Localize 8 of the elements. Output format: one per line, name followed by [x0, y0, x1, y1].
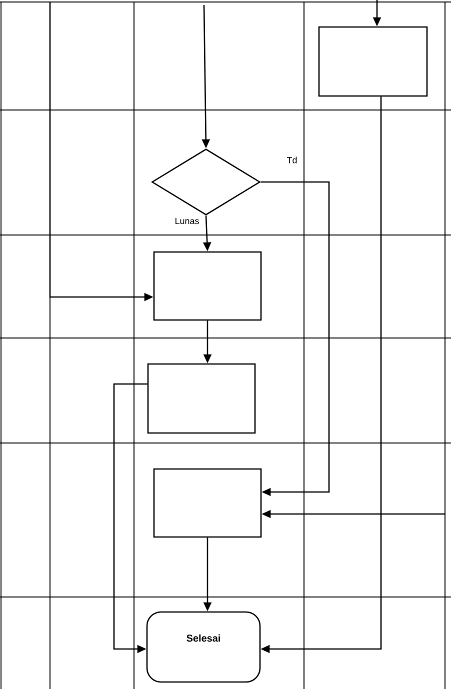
- arrow: [260, 181, 330, 496]
- edge-label: Td: [286, 156, 298, 164]
- process-box: [318, 26, 428, 97]
- process-box: [153, 251, 262, 321]
- terminal-box: Selesai: [146, 611, 261, 683]
- edge-label: Lunas: [174, 216, 200, 226]
- process-box: [153, 468, 262, 538]
- process-box: [147, 363, 256, 434]
